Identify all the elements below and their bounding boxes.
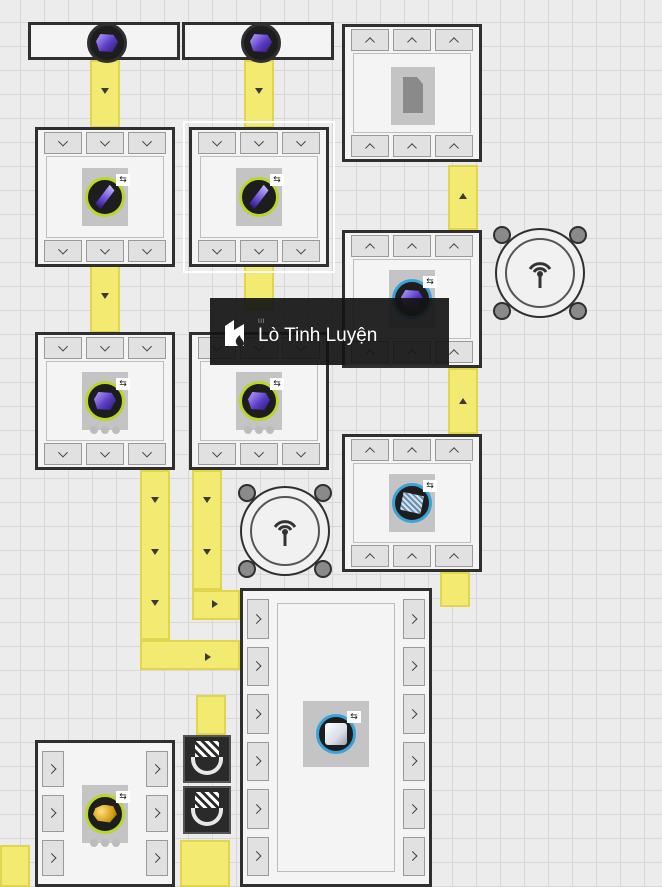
belt-left-top[interactable] xyxy=(90,60,120,128)
refinery-bottom-left[interactable]: ⇆ xyxy=(35,740,175,887)
furnace-icon xyxy=(225,320,244,346)
refinery-mid-left[interactable]: ⇆ xyxy=(35,332,175,470)
belt-bottom-left-horizontal[interactable] xyxy=(140,640,240,670)
belt-arrow xyxy=(459,193,467,199)
tooltip-title: Lò Tinh Luyện xyxy=(258,325,378,346)
belt-arrow xyxy=(203,497,211,503)
belt-down-middle[interactable] xyxy=(192,470,222,590)
tooltip-code: III xyxy=(258,318,265,325)
belt-left-mid[interactable] xyxy=(90,265,120,333)
furnace-core: ⇆ xyxy=(303,701,369,767)
gold-ore-icon: ⇆ xyxy=(85,790,130,834)
refinery-top-middle[interactable]: ⇆ xyxy=(183,121,335,273)
amethyst-icon xyxy=(87,23,127,63)
belt-arrow xyxy=(151,549,159,555)
refinery-top-left[interactable]: ⇆ xyxy=(35,127,175,267)
belt-bottom-corner[interactable] xyxy=(0,845,30,887)
belt-bottom-middle[interactable] xyxy=(180,840,230,887)
belt-middle-top[interactable] xyxy=(244,60,274,128)
splitter-top[interactable] xyxy=(183,735,231,783)
input-station-left[interactable] xyxy=(28,22,180,63)
belt-arrow xyxy=(205,653,211,661)
document-icon xyxy=(391,67,435,125)
cube-icon: ⇆ xyxy=(316,711,361,754)
amethyst-crystal-icon: ⇆ xyxy=(85,174,130,217)
amethyst-ore-icon: ⇆ xyxy=(85,378,130,421)
belt-arrow xyxy=(203,549,211,555)
amethyst-icon xyxy=(241,23,281,63)
belt-arrow xyxy=(212,600,218,608)
antenna-icon xyxy=(528,262,552,288)
belt-arrow xyxy=(151,497,159,503)
belt-arrow xyxy=(101,88,109,94)
mesh-icon: ⇆ xyxy=(392,480,437,523)
radar-tower-middle[interactable] xyxy=(238,484,332,578)
antenna-icon xyxy=(273,520,297,546)
splitter-bottom[interactable] xyxy=(183,786,231,834)
belt-arrow xyxy=(459,398,467,404)
input-station-middle[interactable] xyxy=(182,22,334,63)
radar-tower-right[interactable] xyxy=(493,226,587,320)
belt-furnace-left[interactable] xyxy=(196,695,226,735)
belt-arrow xyxy=(101,293,109,299)
building-tooltip: III Lò Tinh Luyện xyxy=(210,298,449,365)
storage-unit[interactable] xyxy=(342,24,482,162)
amethyst-crystal-icon: ⇆ xyxy=(239,174,284,217)
belt-down-left[interactable] xyxy=(140,470,170,640)
belt-arrow xyxy=(255,88,263,94)
refinery-lower-right[interactable]: ⇆ xyxy=(342,434,482,572)
belt-right-lower[interactable] xyxy=(440,572,470,607)
amethyst-ore-icon: ⇆ xyxy=(239,378,284,421)
belt-arrow xyxy=(151,600,159,606)
large-furnace[interactable]: ⇆ xyxy=(240,588,432,887)
